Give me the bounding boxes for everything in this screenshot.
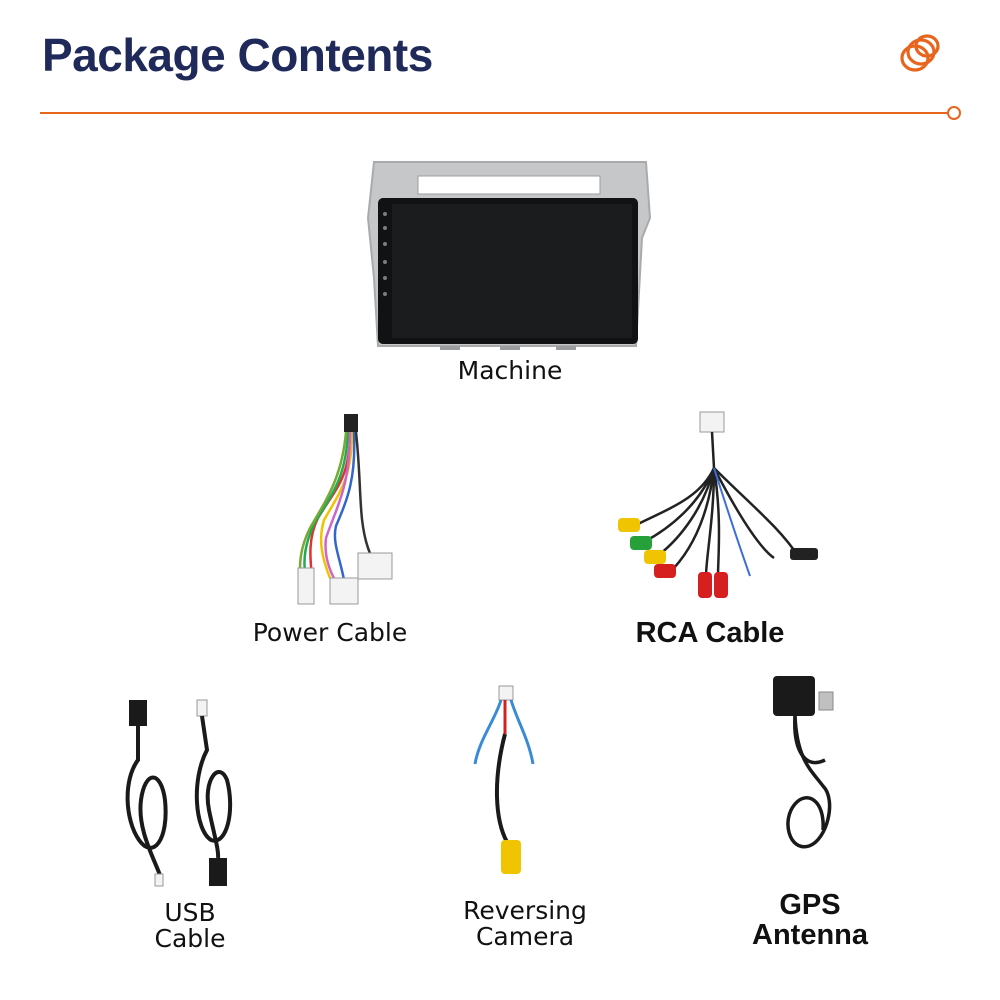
item-label-usb-cable: USB Cable: [154, 898, 226, 953]
power-cable-image: [297, 414, 393, 605]
gps-antenna-image: [773, 676, 834, 849]
item-power-cable: Power Cable: [240, 408, 420, 646]
item-machine: Machine: [360, 158, 660, 384]
rca-cable-image: [618, 411, 818, 598]
item-label-machine: Machine: [457, 356, 563, 385]
brand-logo: [900, 34, 940, 72]
item-label-power-cable: Power Cable: [252, 618, 408, 647]
item-label-reversing-camera: Reversing Camera: [463, 896, 587, 951]
divider-end-dot: [947, 106, 961, 120]
item-gps-antenna: GPS Antenna: [745, 670, 868, 950]
item-reversing-camera: Reversing Camera: [455, 680, 595, 950]
header-divider: [40, 112, 952, 114]
item-label-gps-antenna: GPS Antenna: [752, 889, 868, 951]
item-label-rca-cable: RCA Cable: [635, 617, 785, 649]
reversing-camera-image: [473, 685, 535, 874]
item-rca-cable: RCA Cable: [610, 408, 830, 648]
item-usb-cable: USB Cable: [115, 690, 265, 952]
usb-cable-image: [125, 699, 233, 887]
head-unit-image: [366, 161, 652, 350]
page-title: Package Contents: [42, 29, 433, 81]
